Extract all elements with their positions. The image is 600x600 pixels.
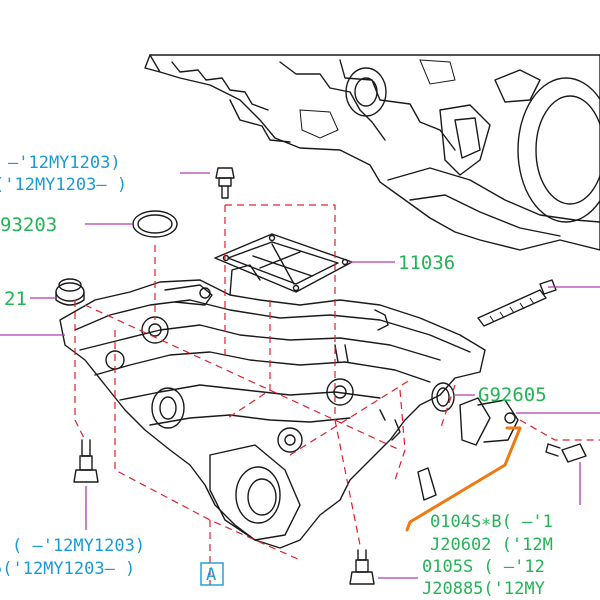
bolt-right-drawing	[545, 443, 587, 463]
sensor-drawing	[417, 382, 519, 501]
view-marker[interactable]: A	[200, 562, 224, 586]
oil-pan-body-drawing	[59, 264, 486, 549]
o-ring-drawing	[132, 210, 178, 238]
label-topleft-range-2: ('12MY1203– )	[0, 175, 127, 195]
label-topleft-range-1: –'12MY1203)	[8, 153, 121, 173]
plug-drawing	[55, 278, 85, 306]
engine-block-drawing	[144, 54, 600, 251]
label-bottomleft-range-1: ( –'12MY1203)	[12, 536, 145, 556]
cover-plate-drawing	[214, 233, 353, 293]
label-part-11036[interactable]: 11036	[398, 252, 455, 274]
dashed-guide-lines	[74, 204, 600, 585]
leader-lines	[0, 172, 600, 579]
label-part-93203[interactable]: 93203	[0, 214, 57, 236]
label-part-j20602[interactable]: J20602 ('12M	[430, 535, 553, 555]
label-part-g92605[interactable]: G92605	[478, 384, 547, 406]
bolt-top-drawing	[215, 167, 235, 199]
label-part-0104s[interactable]: 0104S∗B( –'1	[430, 512, 553, 532]
label-part-0105s[interactable]: 0105S ( –'12	[422, 557, 545, 577]
label-bottomleft-range-2: 5('12MY1203– )	[0, 559, 135, 579]
square-letter-icon	[200, 562, 224, 586]
wire-harness-line	[405, 426, 522, 532]
label-part-j20885[interactable]: J20885('12MY	[422, 579, 545, 599]
label-part-21[interactable]: 21	[4, 288, 27, 310]
bolt-left-drawing	[73, 439, 99, 483]
stud-bolt-drawing	[477, 279, 557, 327]
view-marker-letter: A	[206, 565, 216, 585]
bolt-bottom-drawing	[349, 549, 375, 585]
